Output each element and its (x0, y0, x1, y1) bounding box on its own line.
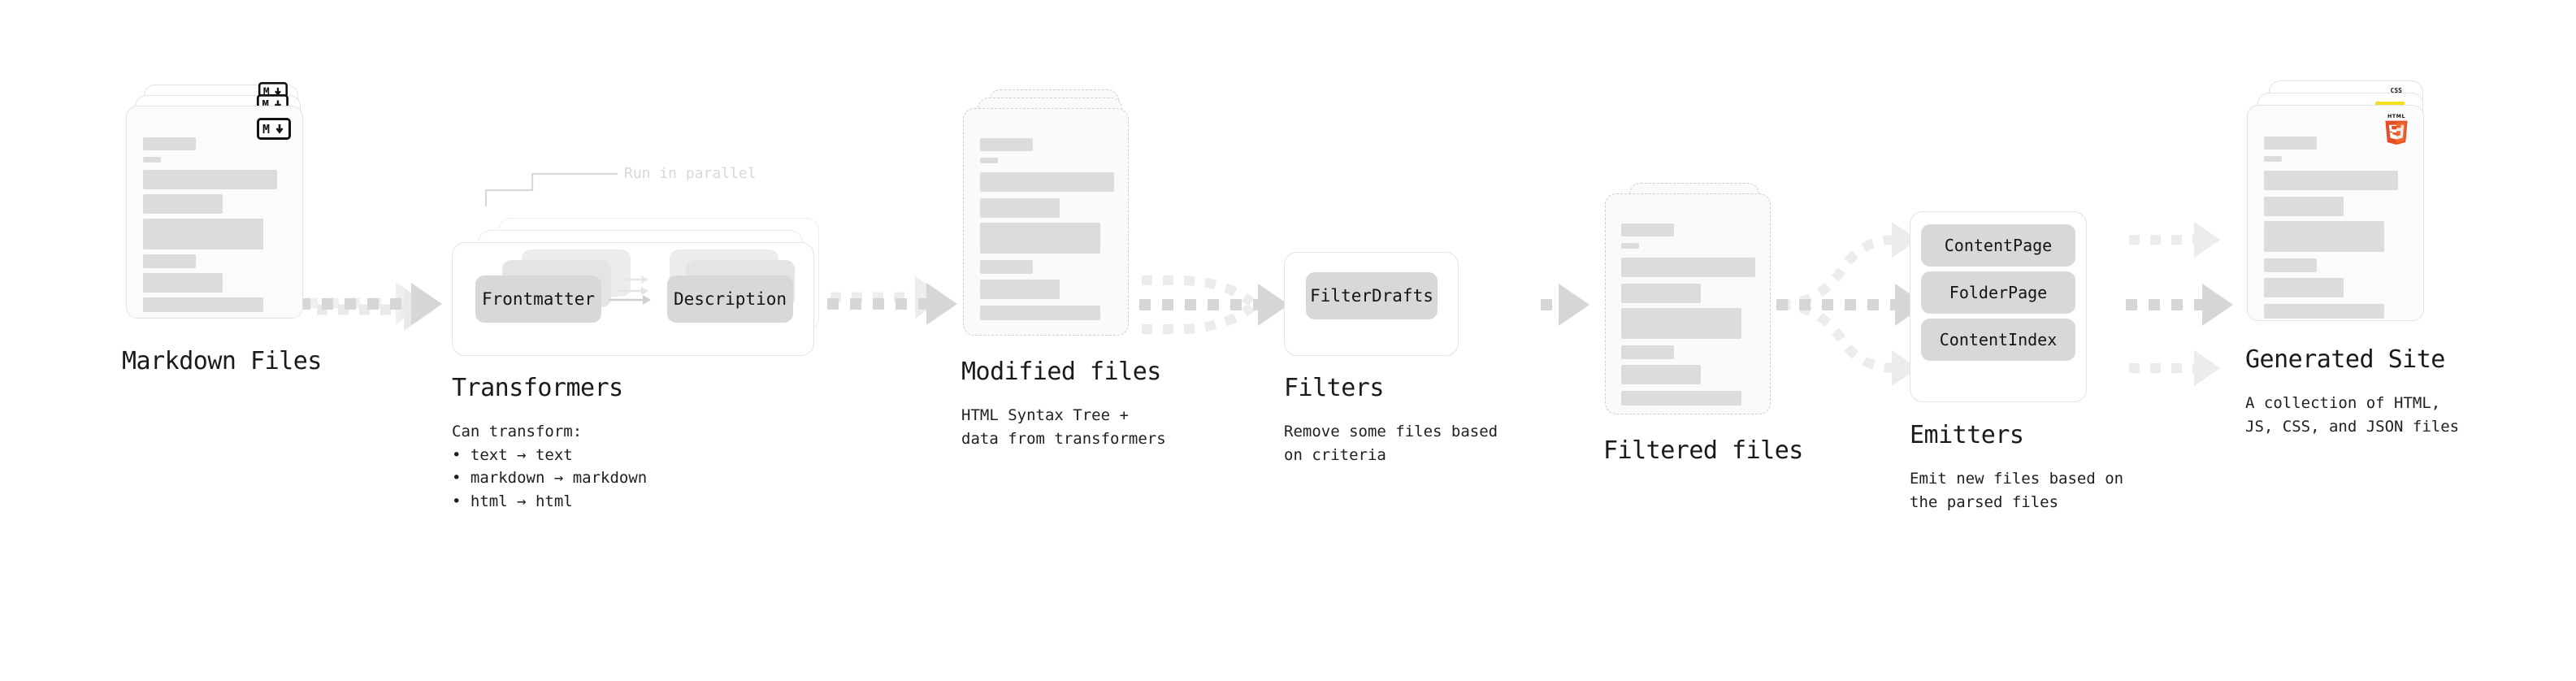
skeleton-line (2264, 304, 2384, 319)
html5-icon: HTML (2385, 113, 2408, 145)
skeleton-line (980, 280, 1060, 299)
stage-subtitle: HTML Syntax Tree + data from transformer… (961, 406, 1166, 448)
markdown-icon: M (257, 118, 291, 140)
svg-text:HTML: HTML (2387, 113, 2405, 119)
stage-filtered-files: Filtered files (1603, 0, 1803, 465)
modified-file-stack (963, 0, 1150, 341)
stage-title: Markdown Files (122, 347, 322, 375)
skeleton-line (1621, 258, 1755, 277)
skeleton-line (143, 273, 223, 293)
stage-title: Emitters (1910, 421, 2024, 449)
skeleton-line (1621, 308, 1741, 339)
skeleton-line (143, 219, 263, 249)
skeleton-line (980, 158, 998, 163)
skeleton-line (980, 138, 1033, 151)
svg-text:M: M (263, 86, 270, 98)
skeleton-line (143, 254, 196, 268)
transformers-group-stack: Frontmatter Frontmatter Frontmatter Desc… (452, 0, 834, 356)
stage-subtitle: Emit new files based on the parsed files (1910, 470, 2124, 511)
skeleton-line (2264, 258, 2317, 272)
run-in-parallel-label: Run in parallel (624, 165, 757, 182)
skeleton-line (980, 172, 1114, 192)
skeleton-line (2264, 171, 2398, 190)
stage-title: Filtered files (1603, 436, 1803, 465)
skeleton-line (980, 223, 1100, 254)
skeleton-line (143, 137, 196, 150)
generated-file-card-front: HTML (2247, 105, 2424, 321)
emitter-pill-contentindex[interactable]: ContentIndex (1921, 319, 2075, 361)
transformer-pill-description[interactable]: Description (667, 275, 793, 323)
stage-markdown-files: M M M (122, 0, 322, 375)
modified-file-card-front (963, 108, 1129, 336)
stage-modified-files: Modified files HTML Syntax Tree + data f… (961, 0, 1166, 448)
svg-text:M: M (262, 122, 270, 137)
emitter-pill-contentpage[interactable]: ContentPage (1921, 224, 2075, 267)
skeleton-line (143, 157, 161, 163)
skeleton-line (2264, 156, 2282, 162)
stage-title: Filters (1284, 374, 1384, 402)
stage-subtitle: Remove some files based on criteria (1284, 423, 1498, 464)
arrow-modified-to-filters (1139, 275, 1289, 334)
generated-file-stack: CSS HTML (2247, 0, 2442, 341)
svg-text:M: M (262, 98, 268, 111)
emitter-pill-folderpage[interactable]: FolderPage (1921, 271, 2075, 314)
arrow-filters-to-filtered (1541, 284, 1589, 326)
skeleton-line (980, 198, 1060, 218)
skeleton-line (1621, 391, 1741, 406)
skeleton-line (2264, 197, 2344, 216)
skeleton-line (1621, 365, 1701, 384)
transformer-pill-frontmatter[interactable]: Frontmatter (475, 275, 601, 323)
skeleton-line (143, 170, 277, 189)
filter-pill-filterdrafts[interactable]: FilterDrafts (1306, 272, 1438, 319)
arrow-markdown-to-transformers (299, 282, 442, 331)
skeleton-line (1621, 284, 1701, 303)
skeleton-line (2264, 137, 2317, 150)
skeleton-line (980, 260, 1033, 274)
stage-transformers: Run in parallel Frontmatter Frontmatter … (452, 0, 834, 510)
skeleton-line (143, 297, 263, 312)
stage-title: Transformers (452, 374, 623, 402)
markdown-file-stack: M M M (126, 0, 313, 341)
skeleton-line (143, 194, 223, 214)
arrow-filtered-to-emitters (1776, 221, 1926, 387)
arrow-transformers-to-modified (827, 276, 957, 325)
css-badge-label: CSS (2390, 87, 2402, 94)
stage-subtitle: A collection of HTML, JS, CSS, and JSON … (2245, 394, 2460, 436)
stage-generated-site: CSS HTML (2245, 0, 2459, 436)
skeleton-line (1621, 223, 1674, 236)
skeleton-line (2264, 278, 2344, 297)
skeleton-line (980, 306, 1100, 320)
markdown-file-card-front: M (126, 106, 303, 319)
stage-title: Modified files (961, 358, 1161, 386)
arrow-emitters-to-site (2126, 221, 2233, 387)
stage-title: Generated Site (2245, 345, 2445, 374)
skeleton-line (2264, 221, 2384, 252)
transformer-inner-arrows (609, 275, 651, 305)
stage-subtitle: Can transform: • text → text • markdown … (452, 423, 648, 510)
skeleton-line (1621, 243, 1639, 249)
skeleton-line (1621, 345, 1674, 359)
